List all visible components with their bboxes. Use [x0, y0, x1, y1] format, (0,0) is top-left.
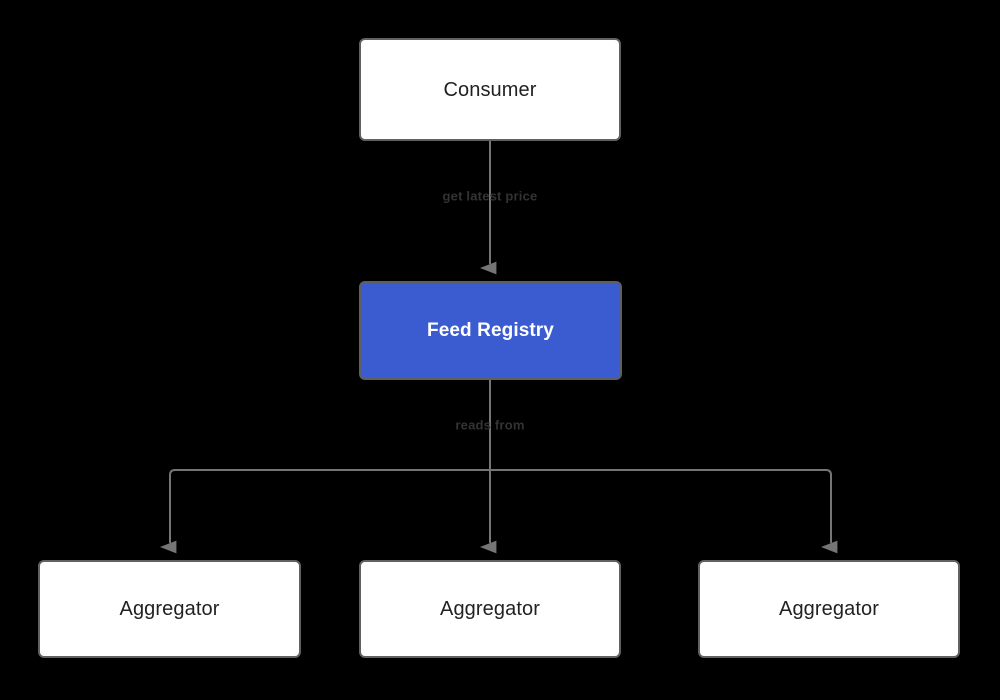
node-aggregator-2[interactable]: Aggregator — [359, 560, 621, 658]
node-aggregator-2-label: Aggregator — [440, 598, 540, 620]
node-feed-registry[interactable]: Feed Registry — [359, 281, 622, 380]
node-aggregator-3-label: Aggregator — [779, 598, 879, 620]
edge-line-to-aggregator-3 — [821, 469, 838, 554]
node-aggregator-1-label: Aggregator — [119, 598, 220, 620]
edge-label-reads-from: reads from — [455, 417, 525, 433]
node-feed-registry-label: Feed Registry — [427, 320, 554, 341]
node-aggregator-1[interactable]: Aggregator — [38, 560, 301, 658]
node-consumer[interactable]: Consumer — [359, 38, 621, 141]
edge-registry-to-aggregators — [160, 380, 838, 554]
edge-label-get-latest-price: get latest price — [442, 188, 538, 204]
edge-line-to-aggregator-1 — [160, 469, 177, 554]
node-aggregator-3[interactable]: Aggregator — [698, 560, 960, 658]
node-consumer-label: Consumer — [443, 78, 537, 101]
